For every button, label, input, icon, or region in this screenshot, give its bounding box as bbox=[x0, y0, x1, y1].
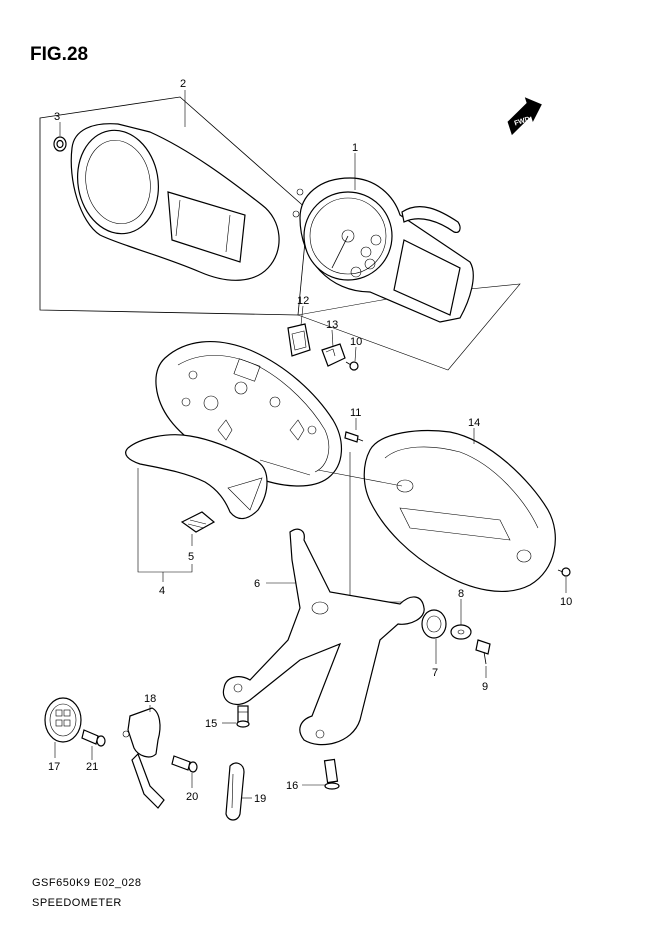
part-11-screw bbox=[344, 431, 364, 443]
part-18-sensor bbox=[122, 707, 165, 809]
label-part-11: 11 bbox=[350, 407, 361, 419]
part-17-plug bbox=[44, 697, 82, 743]
part-3-grommet bbox=[53, 136, 67, 152]
label-part-18: 18 bbox=[144, 693, 156, 705]
part-1-speedometer bbox=[292, 177, 474, 323]
label-part-3: 3 bbox=[54, 111, 60, 123]
part-10-screw-upper bbox=[345, 361, 359, 371]
label-part-10-upper: 10 bbox=[350, 336, 362, 348]
part-14-rear-cover bbox=[363, 430, 556, 592]
label-part-8: 8 bbox=[458, 588, 464, 600]
part-8-washer bbox=[450, 624, 472, 640]
label-part-5: 5 bbox=[188, 551, 194, 563]
part-12-pad bbox=[287, 323, 311, 357]
label-part-15: 15 bbox=[205, 718, 217, 730]
label-part-9: 9 bbox=[482, 681, 488, 693]
label-part-2: 2 bbox=[180, 78, 186, 90]
svg-text:FWD: FWD bbox=[514, 116, 531, 128]
part-2-meter-cover bbox=[70, 123, 280, 281]
part-19-clamp bbox=[225, 762, 245, 821]
assembly-frame-2 bbox=[39, 96, 309, 316]
label-part-16: 16 bbox=[286, 780, 298, 792]
part-9-bolt bbox=[475, 639, 491, 665]
label-part-14: 14 bbox=[468, 417, 480, 429]
part-4-holder bbox=[125, 434, 268, 520]
label-part-1: 1 bbox=[352, 142, 358, 154]
fwd-arrow-icon: FWD bbox=[507, 97, 542, 136]
part-21-screw bbox=[81, 729, 106, 747]
part-5-tag bbox=[180, 511, 216, 533]
part-6-bracket bbox=[222, 528, 425, 746]
meter-lower-case bbox=[155, 340, 343, 487]
part-10-screw-lower bbox=[557, 567, 571, 577]
label-part-13: 13 bbox=[326, 319, 338, 331]
part-7-bushing bbox=[421, 609, 447, 639]
label-part-19: 19 bbox=[254, 793, 266, 805]
figure-code: GSF650K9 E02_028 bbox=[32, 877, 142, 889]
part-15-bolt bbox=[236, 705, 250, 728]
label-part-10-lower: 10 bbox=[560, 596, 572, 608]
label-part-12: 12 bbox=[297, 295, 309, 307]
label-part-4: 4 bbox=[159, 585, 165, 597]
part-16-bolt bbox=[323, 758, 340, 790]
assembly-frame-1 bbox=[296, 283, 521, 371]
label-part-21: 21 bbox=[86, 761, 98, 773]
figure-title: FIG.28 bbox=[30, 44, 88, 65]
part-13-clip bbox=[321, 343, 346, 367]
figure-name: SPEEDOMETER bbox=[32, 897, 122, 909]
part-20-bolt bbox=[171, 755, 198, 773]
label-part-7: 7 bbox=[432, 667, 438, 679]
label-part-20: 20 bbox=[186, 791, 198, 803]
label-part-6: 6 bbox=[254, 578, 260, 590]
label-part-17: 17 bbox=[48, 761, 60, 773]
